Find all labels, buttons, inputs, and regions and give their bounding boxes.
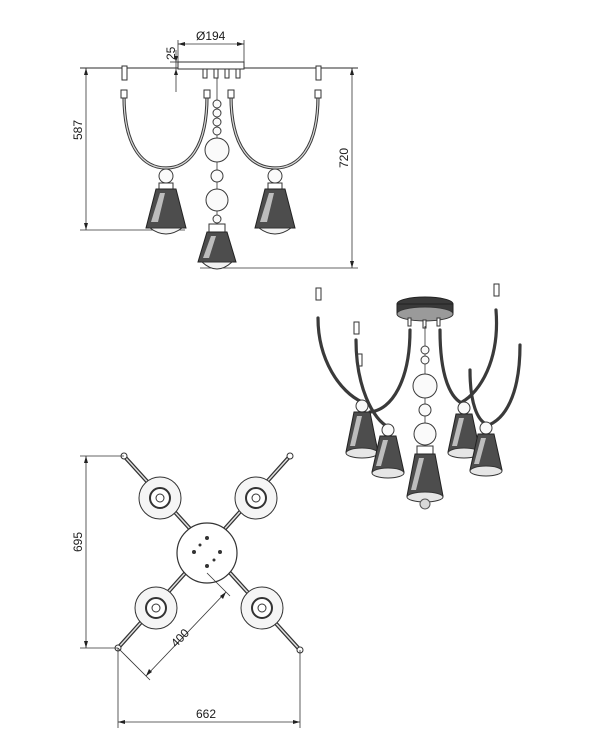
right-u-arm <box>229 94 320 170</box>
iso-spotlight <box>345 399 379 459</box>
total-height-label: 720 <box>337 148 351 168</box>
plan-lamp <box>138 476 182 520</box>
iso-arm <box>460 308 499 404</box>
left-u-arm <box>122 94 209 170</box>
canopy <box>177 61 245 70</box>
canopy-height-label: 25 <box>164 46 178 60</box>
canopy-pin <box>235 68 241 79</box>
right-spotlight <box>254 168 296 235</box>
center-spotlight <box>197 223 237 270</box>
left-spotlight <box>145 168 187 235</box>
end-rod-right <box>315 65 322 81</box>
arm-tip <box>203 89 211 99</box>
iso-spotlight <box>371 423 405 479</box>
plan-lamp <box>234 476 278 520</box>
iso-spotlight <box>447 401 481 459</box>
plan-view: 695 662 400 <box>71 452 304 728</box>
arm-tip <box>227 89 235 99</box>
arm-length-label: 400 <box>168 626 192 650</box>
spread-depth-label: 695 <box>71 532 85 552</box>
iso-spotlight <box>469 421 503 477</box>
canopy-pin <box>224 68 230 79</box>
rod-tip <box>493 283 500 297</box>
canopy-pin <box>213 68 219 79</box>
arrow-head <box>84 223 88 230</box>
arrow-head <box>174 69 178 75</box>
iso-spotlight <box>406 445 444 510</box>
arrow-head <box>350 68 354 75</box>
front-elevation-view: Ø194 25 587 720 <box>71 29 358 270</box>
center-bead-column <box>204 78 230 225</box>
arm-height-label: 587 <box>71 120 85 140</box>
arrow-head <box>178 42 185 46</box>
iso-bead-column <box>412 326 438 450</box>
isometric-view <box>315 283 522 510</box>
arrow-head <box>174 56 178 62</box>
iso-arm <box>316 316 364 404</box>
arrow-head <box>350 261 354 268</box>
plan-canopy <box>176 522 238 584</box>
plan-lamp <box>134 586 178 630</box>
arm-tip <box>120 89 128 99</box>
spread-width-label: 662 <box>196 707 216 721</box>
diameter-label: Ø194 <box>196 29 226 43</box>
rod-tip <box>315 287 322 301</box>
rod-tip <box>353 321 360 335</box>
arrow-head <box>84 68 88 75</box>
arrow-head <box>237 42 244 46</box>
end-rod-left <box>121 65 128 81</box>
arm-length-dim-line <box>145 591 227 677</box>
plan-lamp <box>240 586 284 630</box>
canopy-pin <box>202 68 208 79</box>
arm-tip <box>314 89 322 99</box>
